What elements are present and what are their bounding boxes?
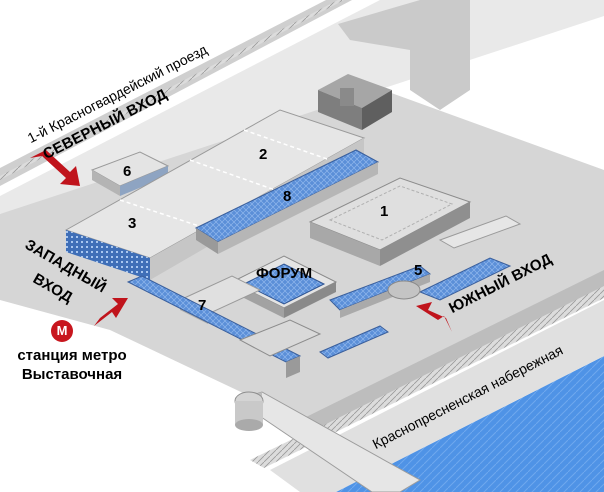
hall-5-label: 5	[414, 262, 423, 279]
hall-2-label: 2	[259, 146, 268, 163]
metro-label-line1: станция метро	[17, 347, 127, 364]
footbridge	[234, 391, 421, 492]
embankment-rail	[250, 286, 604, 468]
hall-6-label: 6	[123, 163, 132, 180]
west-gallery	[126, 275, 322, 378]
hall-7-label: 7	[198, 297, 207, 314]
south-entrance-arrow-icon	[416, 302, 452, 332]
embankment-wall	[300, 270, 604, 434]
hall-1-label: 1	[380, 203, 389, 220]
hall-3-label: 3	[128, 215, 137, 232]
hall-south-glass	[418, 215, 522, 301]
metro-station-label: станция метро Выставочная	[8, 346, 136, 384]
south-walkway	[319, 325, 389, 359]
hall-8-label: 8	[283, 188, 292, 205]
hall-5-gallery	[329, 265, 431, 318]
hall-6-building	[90, 151, 170, 196]
forum-label: ФОРУМ	[256, 265, 313, 282]
metro-icon: M	[51, 320, 73, 342]
hall-1-building	[308, 177, 472, 266]
access-road	[338, 0, 470, 110]
north-entrance-arrow-icon	[30, 150, 80, 186]
west-entrance-arrow-icon	[94, 298, 128, 326]
metro-label-line2: Выставочная	[21, 366, 123, 383]
tower-building	[318, 74, 392, 130]
hall-8-gallery	[194, 149, 380, 254]
